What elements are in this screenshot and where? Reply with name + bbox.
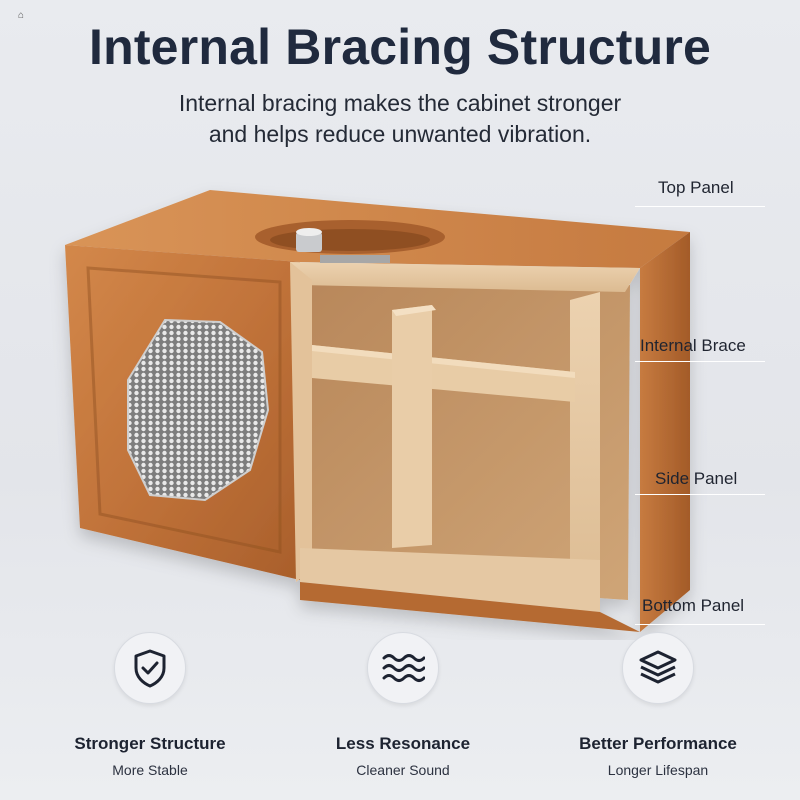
side-panel-edge xyxy=(570,292,600,612)
corner-glyph-icon: ⌂ xyxy=(18,10,25,21)
subtitle-line-2: and helps reduce unwanted vibration. xyxy=(208,121,592,147)
callout-internal-brace: Internal Brace xyxy=(640,336,746,355)
page-subtitle: Internal bracing makes the cabinet stron… xyxy=(0,88,800,150)
vertical-brace xyxy=(392,305,432,548)
callout-bottom-panel: Bottom Panel xyxy=(642,596,745,615)
shield-check-icon xyxy=(114,632,186,704)
waves-icon xyxy=(367,632,439,704)
callout-side-panel: Side Panel xyxy=(655,469,738,488)
cabinet-right-panel xyxy=(640,232,690,632)
callout-top-panel: Top Panel xyxy=(658,178,734,197)
feature-title: Better Performance xyxy=(579,734,737,753)
speaker-grille xyxy=(127,318,270,502)
side-panel-leader xyxy=(635,494,765,495)
layers-icon xyxy=(622,632,694,704)
internal-brace-leader xyxy=(635,361,765,362)
page-title: Internal Bracing Structure xyxy=(89,19,711,75)
feature-subtitle: Cleaner Sound xyxy=(356,762,450,778)
feature-title: Stronger Structure xyxy=(74,734,226,753)
control-knob xyxy=(296,232,322,252)
feature-better-performance: Better Performance Longer Lifespan xyxy=(558,632,758,778)
bottom-panel xyxy=(300,548,600,612)
subtitle-line-1: Internal bracing makes the cabinet stron… xyxy=(178,90,622,116)
speaker-cabinet-illustration xyxy=(65,190,690,632)
feature-subtitle: More Stable xyxy=(112,762,188,778)
feature-stronger-structure: Stronger Structure More Stable xyxy=(50,632,250,778)
bottom-panel-leader xyxy=(635,624,765,625)
top-panel-edge xyxy=(290,262,640,292)
feature-title: Less Resonance xyxy=(335,734,471,753)
feature-less-resonance: Less Resonance Cleaner Sound xyxy=(303,632,503,778)
feature-subtitle: Longer Lifespan xyxy=(607,762,709,778)
top-panel-leader xyxy=(635,206,765,207)
feature-row: Stronger Structure More Stable Less Reso… xyxy=(0,632,800,792)
horizontal-brace xyxy=(312,345,575,402)
